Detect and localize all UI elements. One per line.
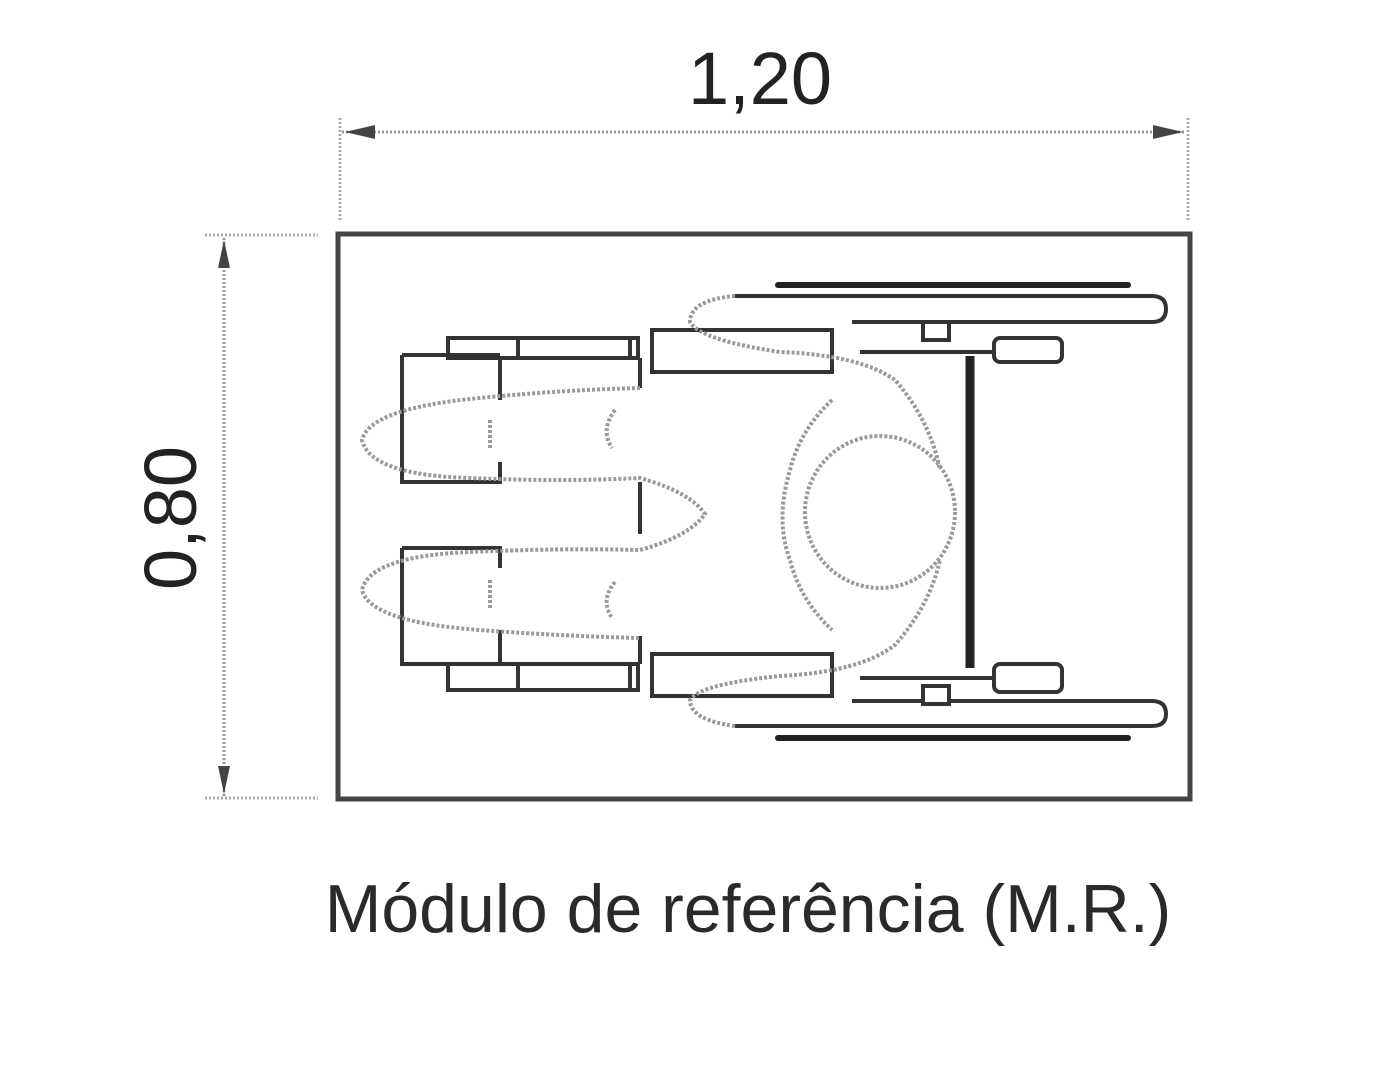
handrim-bottom — [735, 699, 1169, 728]
height-label: 0,80 — [129, 446, 212, 590]
wheelchair-top-view — [359, 282, 1169, 741]
push-handle-top — [992, 336, 1064, 364]
push-handle-bottom — [992, 662, 1064, 694]
person-head — [803, 434, 957, 590]
width-arrow-left — [345, 125, 375, 139]
hub-bottom — [921, 684, 951, 706]
diagram-caption: Módulo de referência (M.R.) — [325, 871, 1172, 947]
width-arrow-right — [1153, 125, 1183, 139]
handrim-top — [735, 294, 1169, 324]
armrest-top — [650, 328, 834, 374]
side-frame-bottom — [446, 662, 640, 692]
person-shoulders-arms — [687, 294, 942, 728]
height-arrow-top — [218, 240, 230, 268]
front-frame-bottom — [400, 546, 642, 666]
person-torso — [780, 398, 834, 632]
person-legs — [359, 386, 708, 640]
front-frame-top — [400, 353, 642, 484]
height-arrow-bottom — [218, 766, 230, 794]
width-label: 1,20 — [688, 37, 832, 120]
height-dimension: 0,80 — [129, 233, 318, 800]
width-dimension: 1,20 — [338, 37, 1190, 220]
hub-top — [921, 320, 951, 342]
person-knee-lines — [488, 408, 617, 620]
module-frame — [335, 231, 1193, 802]
